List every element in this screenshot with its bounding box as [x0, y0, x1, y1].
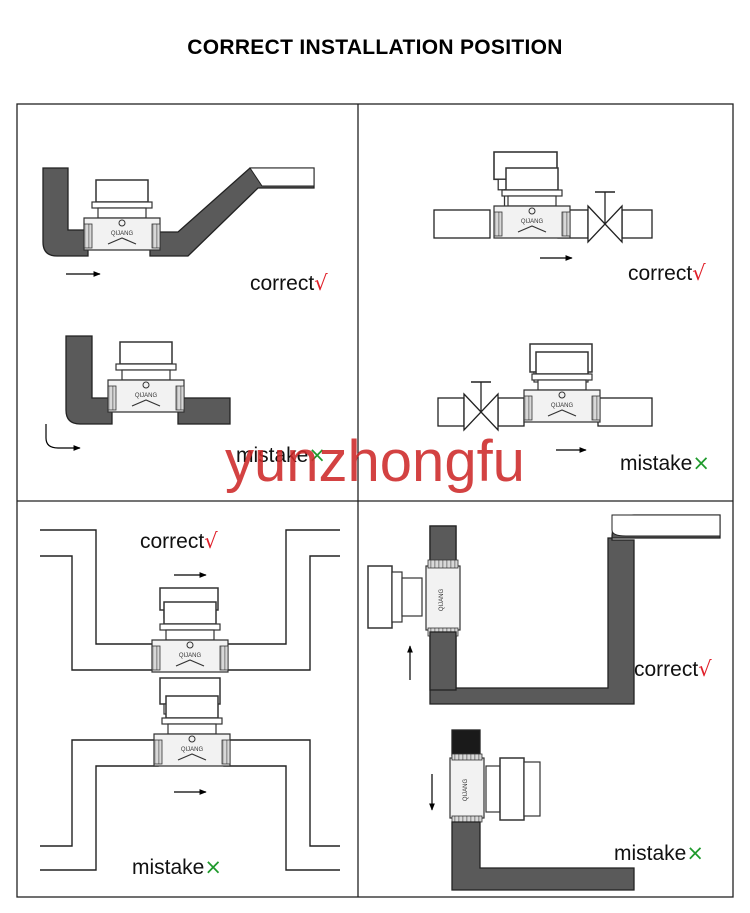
- label-correct: correct√: [140, 529, 218, 553]
- flow-arrow: [45, 424, 81, 451]
- meter-brand-text: QIJANG: [439, 589, 445, 612]
- pipe-correct-vertical-up: QIJANG correct√: [367, 514, 721, 705]
- panel-top-right: correct√ mistake×: [433, 151, 710, 475]
- pipe-mistake-upper: mistake×: [45, 335, 326, 467]
- label-correct: correct√: [634, 657, 712, 681]
- pipe-correct-upper: correct√: [42, 167, 328, 295]
- label-mistake: mistake×: [620, 451, 710, 475]
- label-correct: correct√: [250, 271, 328, 295]
- pipe-correct-valve-after: correct√: [433, 151, 706, 285]
- panel-grid: [16, 103, 734, 898]
- label-mistake: mistake×: [614, 841, 704, 865]
- pipe-correct-lowpoint: correct√: [40, 529, 340, 673]
- label-correct: correct√: [628, 261, 706, 285]
- water-meter: [523, 351, 601, 423]
- water-meter: [153, 695, 231, 767]
- label-mistake: mistake×: [236, 443, 326, 467]
- meter-brand-text: QIJANG: [463, 779, 469, 802]
- water-meter: [151, 601, 229, 673]
- panel-bottom-left: correct√ mistake×: [40, 529, 340, 879]
- water-meter: [107, 341, 185, 413]
- label-mistake: mistake×: [132, 855, 222, 879]
- panel-bottom-right: QIJANG correct√ QIJANG: [367, 514, 721, 891]
- panel-top-left: correct√ mistake×: [42, 167, 328, 467]
- water-meter: [83, 179, 161, 251]
- pipe-mistake-highpoint: mistake×: [40, 677, 340, 879]
- pipe-mistake-valve-before: mistake×: [437, 343, 710, 475]
- page-title: CORRECT INSTALLATION POSITION: [187, 36, 563, 59]
- pipe-mistake-vertical-down: QIJANG mistake×: [429, 729, 704, 891]
